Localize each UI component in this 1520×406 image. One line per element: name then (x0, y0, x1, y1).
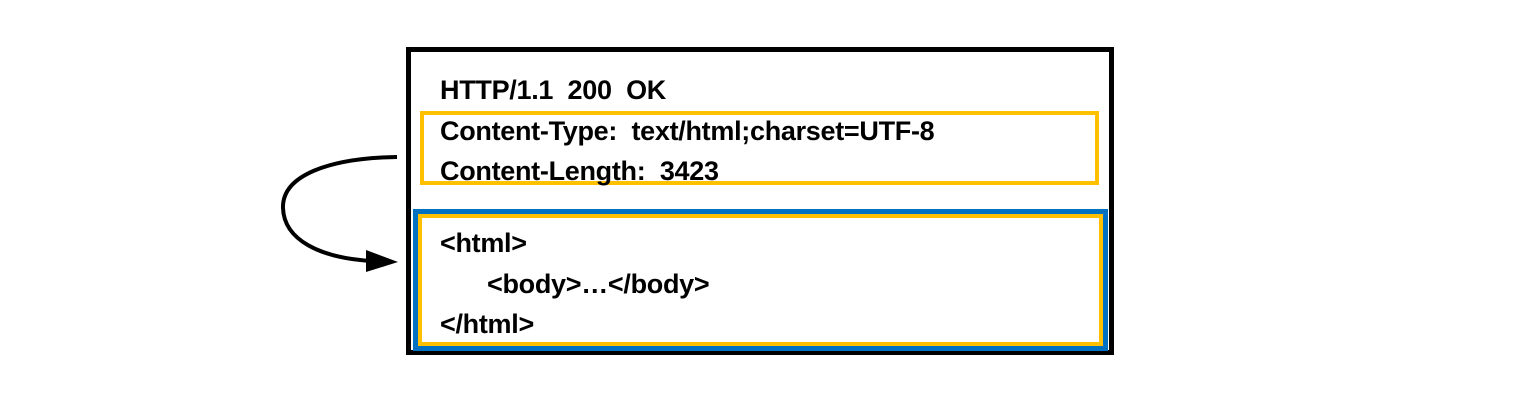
http-message-box (406, 47, 1114, 355)
body-highlight-blue (413, 209, 1108, 351)
headers-highlight (420, 111, 1099, 185)
body-highlight-yellow (418, 214, 1103, 346)
body-line-html-close: </html> (440, 309, 534, 339)
header-content-type: Content-Type: text/html;charset=UTF-8 (440, 116, 935, 146)
header-content-length: Content-Length: 3423 (440, 156, 719, 186)
status-line: HTTP/1.1 200 OK (440, 75, 666, 105)
body-line-html-open: <html> (440, 228, 527, 258)
body-line-body: <body>…</body> (487, 269, 710, 299)
